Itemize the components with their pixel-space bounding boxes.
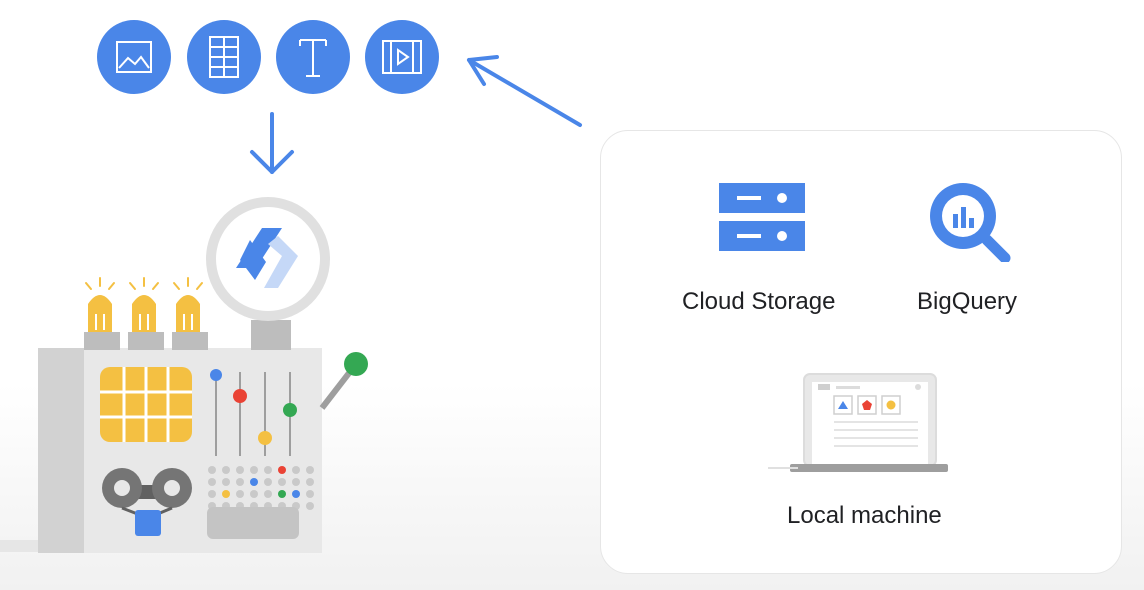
indicator-dot [236, 478, 244, 486]
ml-machine-illustration [0, 197, 368, 553]
cloud-storage-icon [719, 183, 805, 251]
indicator-dot [250, 490, 258, 498]
indicator-dot [222, 466, 230, 474]
indicator-dot [264, 490, 272, 498]
table-icon [187, 20, 261, 94]
video-icon [365, 20, 439, 94]
bigquery-label: BigQuery [917, 288, 1018, 315]
indicator-dot [250, 478, 258, 486]
indicator-dot [306, 466, 314, 474]
sliders [210, 369, 297, 456]
text-icon [276, 20, 350, 94]
image-icon [97, 20, 171, 94]
indicator-dot [222, 490, 230, 498]
indicator-dot [250, 466, 258, 474]
indicator-dot [236, 490, 244, 498]
indicator-dot [292, 490, 300, 498]
indicator-dot [306, 478, 314, 486]
indicator-dot [306, 490, 314, 498]
indicator-dot [208, 466, 216, 474]
grid-display [100, 367, 192, 442]
local-machine-label: Local machine [787, 502, 942, 529]
indicator-dot [222, 478, 230, 486]
laptop-icon [768, 373, 948, 472]
indicator-dot [278, 466, 286, 474]
indicator-dot [264, 478, 272, 486]
indicator-dot [208, 490, 216, 498]
tape-reels [102, 468, 192, 536]
indicator-dot [278, 478, 286, 486]
down-arrow [250, 112, 294, 174]
indicator-dot [264, 466, 272, 474]
sources-to-types-arrow [467, 55, 582, 127]
indicator-dot [208, 478, 216, 486]
cloud-storage-label: Cloud Storage [682, 288, 836, 315]
indicator-dot [236, 466, 244, 474]
bulbs [85, 277, 203, 332]
data-sources-panel [600, 130, 1122, 574]
indicator-dot [306, 502, 314, 510]
indicator-dot [292, 478, 300, 486]
bigquery-icon [930, 183, 1011, 262]
vertex-ai-logo-magnifier [206, 197, 330, 321]
indicator-dot [292, 466, 300, 474]
lever [319, 352, 368, 410]
indicator-dot [278, 490, 286, 498]
